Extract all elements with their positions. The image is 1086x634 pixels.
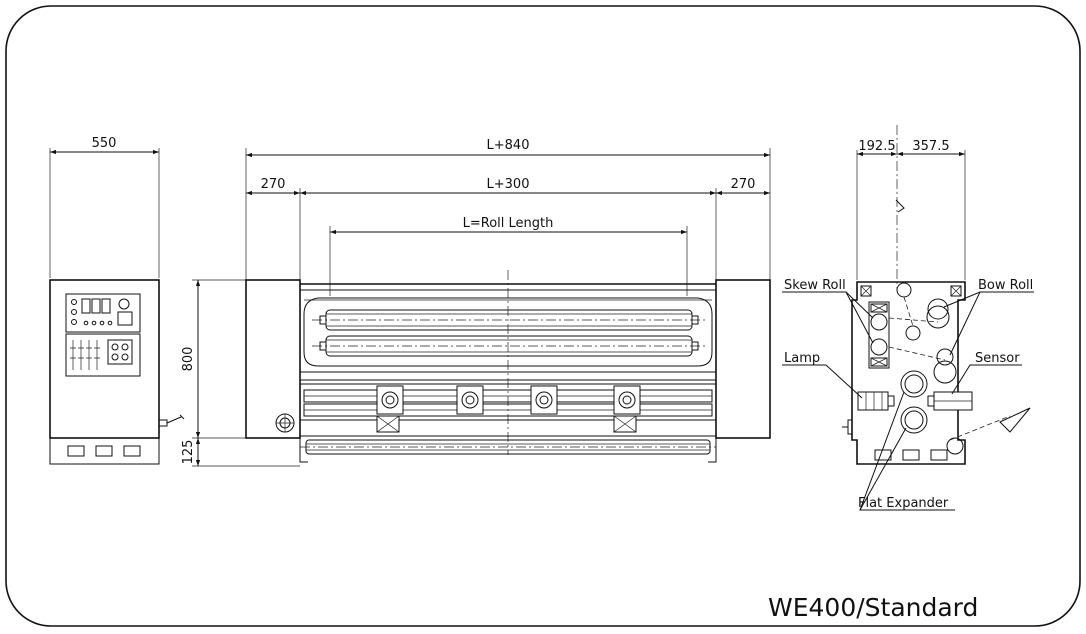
dim-side-left-offset: 192.5: [858, 139, 895, 154]
label-skew-roll: Skew Roll: [784, 278, 846, 293]
label-flat-expander: Flat Expander: [858, 496, 949, 511]
dim-height-lower: 125: [181, 440, 196, 465]
drawing-frame: [5, 5, 1081, 627]
dim-inner-length: L+300: [487, 177, 530, 192]
side-view: 192.5 357.5: [782, 125, 1034, 511]
dim-roll-length: L=Roll Length: [463, 216, 554, 231]
label-lamp: Lamp: [784, 351, 820, 366]
label-sensor: Sensor: [975, 351, 1020, 366]
front-view: L+840 270 L+300 270 L=Roll Length 800 12…: [181, 138, 771, 467]
drawing-title: WE400/Standard: [768, 593, 978, 622]
dim-side-right-offset: 357.5: [912, 139, 949, 154]
label-bow-roll: Bow Roll: [978, 278, 1033, 293]
dim-height-main: 800: [181, 347, 196, 372]
dim-side-right: 270: [731, 177, 756, 192]
dim-side-left: 270: [261, 177, 286, 192]
dim-cabinet-width: 550: [92, 136, 117, 151]
control-cabinet: 550: [49, 136, 185, 465]
dim-overall-length: L+840: [487, 138, 530, 153]
